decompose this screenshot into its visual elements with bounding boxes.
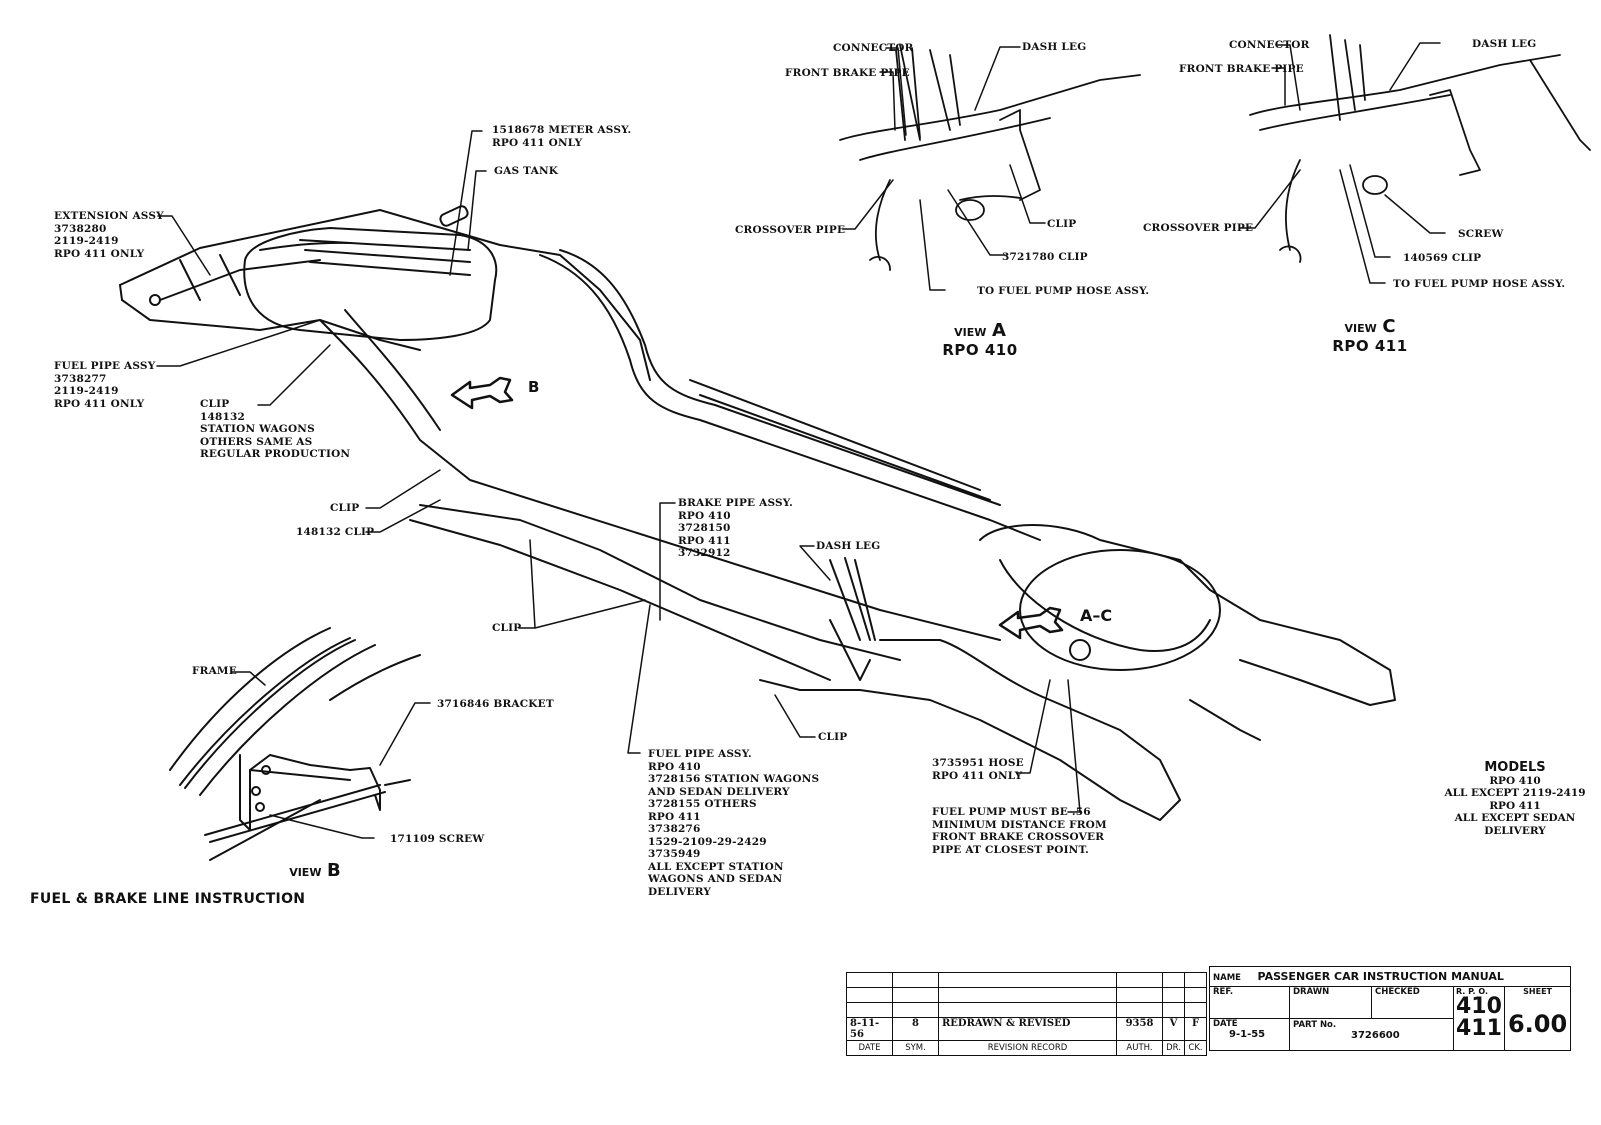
revision-header-record: REVISION RECORD: [938, 1040, 1117, 1056]
part-label: PART No.: [1293, 1020, 1337, 1030]
gas-tank-drawing: [243, 205, 498, 341]
date-label: DATE: [1213, 1019, 1238, 1029]
revision-row: 8-11-56 8 REDRAWN & REVISED 9358 V F: [846, 1017, 1207, 1041]
label-clip-mid: CLIP: [492, 622, 522, 634]
view-c-caption: VIEW C RPO 411: [1332, 316, 1408, 355]
view-c-connector-label: CONNECTOR: [1229, 39, 1310, 51]
rpo-label: R. P. O.: [1456, 987, 1489, 996]
revision-date: 8-11-56: [846, 1017, 893, 1041]
label-brake-pipe-assy: BRAKE PIPE ASSY. RPO 410 3728150 RPO 411…: [678, 497, 793, 559]
view-b-frame-label: FRAME: [192, 665, 237, 677]
revision-header-auth: AUTH.: [1116, 1040, 1163, 1056]
view-c-140569-clip-label: 140569 CLIP: [1403, 252, 1482, 264]
label-clip-upper: CLIP: [330, 502, 360, 514]
view-b-leaders: [231, 671, 431, 839]
view-c-leaders: [1239, 42, 1446, 284]
revision-dr: V: [1162, 1017, 1185, 1041]
front-crossmember: [759, 524, 1396, 821]
part-cell: PART No. 3726600: [1289, 1018, 1454, 1051]
revision-header-date: DATE: [846, 1040, 893, 1056]
view-a-to-fuel-pump-label: TO FUEL PUMP HOSE ASSY.: [977, 285, 1150, 297]
view-a-dash-leg-label: DASH LEG: [1022, 41, 1087, 53]
view-c-screw-label: SCREW: [1458, 228, 1504, 240]
label-148132-clip: 148132 CLIP: [296, 526, 375, 538]
view-c-crossover-pipe-label: CROSSOVER PIPE: [1143, 222, 1254, 234]
view-a-3721780-clip-label: 3721780 CLIP: [1002, 251, 1088, 263]
revision-text: REDRAWN & REVISED: [938, 1017, 1117, 1041]
view-a-leaders: [842, 46, 1046, 291]
frame-side-rails: [319, 249, 1041, 681]
label-meter-assy: 1518678 METER ASSY. RPO 411 ONLY: [492, 124, 632, 149]
label-gas-tank: GAS TANK: [494, 165, 559, 177]
revision-empty-row: [846, 987, 1207, 1003]
leader-lines-main: [156, 130, 1081, 813]
revision-header-sym: SYM.: [892, 1040, 939, 1056]
revision-auth: 9358: [1116, 1017, 1163, 1041]
label-clip-148132: CLIP 148132 STATION WAGONS OTHERS SAME A…: [200, 398, 351, 460]
view-a-crossover-pipe-label: CROSSOVER PIPE: [735, 224, 846, 236]
view-b-arrow: [450, 376, 514, 410]
name-label: NAME: [1213, 973, 1241, 983]
revision-empty-row: [846, 1002, 1207, 1018]
view-c-detail-drawing: [1249, 34, 1591, 263]
models-note: MODELS RPO 410 ALL EXCEPT 2119-2419 RPO …: [1444, 760, 1586, 837]
revision-sym: 8: [892, 1017, 939, 1041]
revision-record-table: 8-11-56 8 REDRAWN & REVISED 9358 V F DAT…: [846, 972, 1207, 1056]
view-b-marker: B: [528, 378, 540, 396]
checked-label: CHECKED: [1371, 986, 1454, 1019]
rpo-value-410: 410: [1456, 994, 1502, 1019]
view-ac-arrow: [998, 606, 1064, 640]
view-b-detail-drawing: [169, 627, 421, 861]
sheet-cell: SHEET 6.00: [1503, 986, 1572, 1051]
sheet-label: SHEET: [1523, 987, 1552, 996]
name-value: PASSENGER CAR INSTRUCTION MANUAL: [1257, 970, 1504, 983]
view-b-screw-label: 171109 SCREW: [390, 833, 485, 845]
label-dash-leg-main: DASH LEG: [816, 540, 881, 552]
view-a-connector-label: CONNECTOR: [833, 42, 914, 54]
view-c-dash-leg-label: DASH LEG: [1472, 38, 1537, 50]
view-b-bracket-label: 3716846 BRACKET: [437, 698, 554, 710]
label-clip-lower: CLIP: [818, 731, 848, 743]
rpo-cell: R. P. O. 410 411: [1453, 986, 1505, 1051]
label-fuel-pump-note: FUEL PUMP MUST BE .56 MINIMUM DISTANCE F…: [932, 806, 1107, 856]
title-block-table: NAME PASSENGER CAR INSTRUCTION MANUAL RE…: [1208, 966, 1572, 1051]
revision-header-row: DATE SYM. REVISION RECORD AUTH. DR. CK.: [846, 1040, 1207, 1056]
date-cell: DATE 9-1-55: [1209, 1018, 1290, 1051]
view-a-caption: VIEW A RPO 410: [942, 320, 1018, 359]
view-a-detail-drawing: [839, 44, 1141, 271]
view-a-clip-label: CLIP: [1047, 218, 1077, 230]
rear-frame-section: [119, 209, 651, 381]
ref-label: REF.: [1209, 986, 1290, 1019]
drawing-title: FUEL & BRAKE LINE INSTRUCTION: [30, 891, 306, 907]
title-block-date-row: DATE 9-1-55 PART No. 3726600: [1209, 1018, 1571, 1051]
view-b-caption: VIEW B: [289, 860, 341, 881]
view-c-to-fuel-pump-label: TO FUEL PUMP HOSE ASSY.: [1393, 278, 1566, 290]
dash-leg-drawing: [829, 557, 876, 681]
view-ac-marker: A–C: [1080, 606, 1113, 625]
date-value: 9-1-55: [1229, 1029, 1266, 1040]
revision-empty-row: [846, 972, 1207, 988]
revision-header-ck: CK.: [1184, 1040, 1207, 1056]
part-value: 3726600: [1351, 1030, 1400, 1041]
label-hose: 3735951 HOSE RPO 411 ONLY: [932, 757, 1024, 782]
label-fuel-pipe-assy-rear: FUEL PIPE ASSY 3738277 2119-2419 RPO 411…: [54, 360, 156, 410]
sheet-value: 6.00: [1507, 1010, 1568, 1038]
revision-header-dr: DR.: [1162, 1040, 1185, 1056]
view-a-front-brake-pipe-label: FRONT BRAKE PIPE: [785, 67, 910, 79]
title-block-ref-row: REF. DRAWN CHECKED R. P. O. 410 411 SHEE…: [1209, 986, 1572, 1051]
drawn-label: DRAWN: [1289, 986, 1372, 1019]
label-fuel-pipe-assy-front: FUEL PIPE ASSY. RPO 410 3728156 STATION …: [648, 748, 820, 898]
rpo-value-411: 411: [1456, 1016, 1502, 1041]
view-c-front-brake-pipe-label: FRONT BRAKE PIPE: [1179, 63, 1304, 75]
revision-ck: F: [1184, 1017, 1207, 1041]
title-block-name-row: NAME PASSENGER CAR INSTRUCTION MANUAL: [1208, 966, 1572, 987]
label-extension-assy: EXTENSION ASSY 3738280 2119-2419 RPO 411…: [54, 210, 164, 260]
